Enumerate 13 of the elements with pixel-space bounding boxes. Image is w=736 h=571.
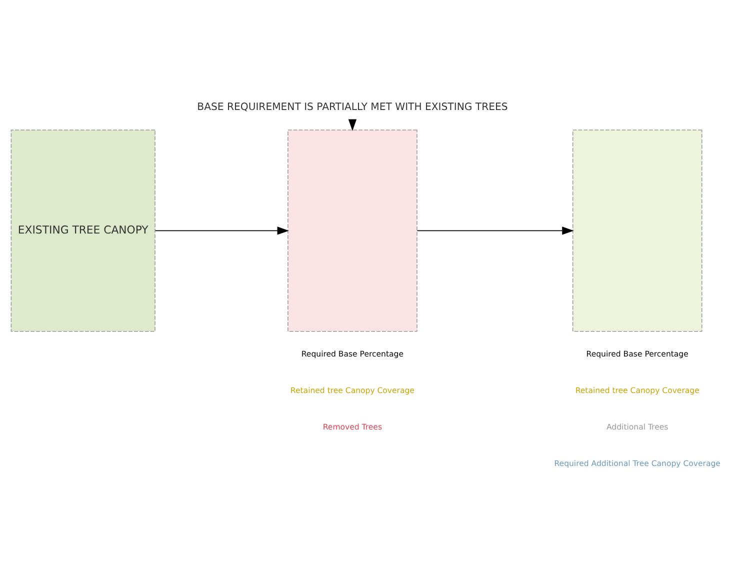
legend-label: Required Base Percentage xyxy=(586,349,688,358)
legend-label: Additional Trees xyxy=(606,422,668,432)
node-box xyxy=(288,130,418,332)
legend-label: Required Base Percentage xyxy=(301,349,404,358)
legend-label: Required Additional Tree Canopy Coverage xyxy=(554,458,720,468)
legend-label: Retained tree Canopy Coverage xyxy=(575,386,700,395)
node-box: EXISTING TREE CANOPY xyxy=(10,130,156,332)
node-box xyxy=(572,130,702,332)
node-text: BASE REQUIREMENT IS PARTIALLY MET WITH EXISTING TREES xyxy=(197,102,508,113)
arrow xyxy=(154,226,289,235)
legend-label: Retained tree Canopy Coverage xyxy=(290,386,414,395)
arrow xyxy=(416,226,574,235)
legend-label: Removed Trees xyxy=(322,422,382,432)
